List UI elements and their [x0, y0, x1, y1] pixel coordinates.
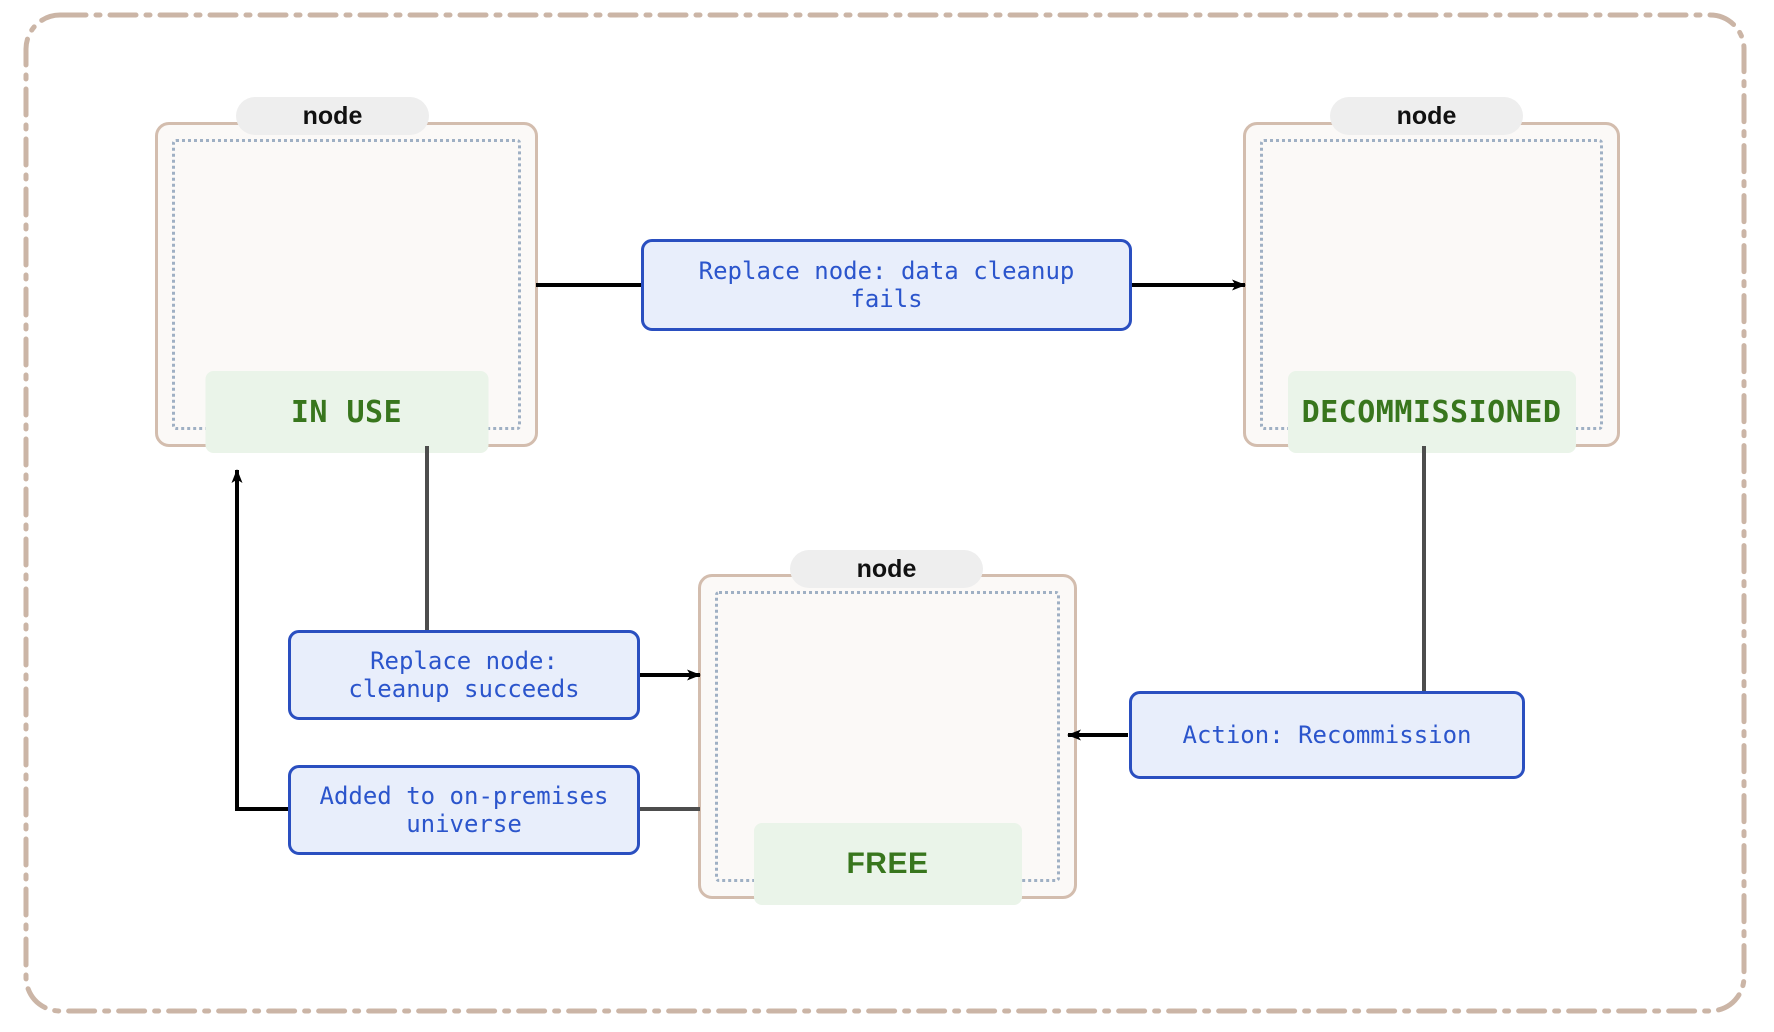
- edge-free-to-in-use-seg2: [231, 469, 289, 811]
- edge-label-action-recommission[interactable]: Action: Recommission: [1129, 691, 1525, 779]
- edge-label-replace-node-cleanup-succeeds[interactable]: Replace node: cleanup succeeds: [288, 630, 640, 720]
- node-pill-free: node: [790, 550, 983, 588]
- state-label-in-use: IN USE: [205, 371, 488, 453]
- node-pill-decommissioned: node: [1330, 97, 1523, 135]
- state-node-in-use[interactable]: IN USE: [155, 122, 538, 453]
- edge-label-added-to-on-premises-universe[interactable]: Added to on-premises universe: [288, 765, 640, 855]
- node-pill-in-use: node: [236, 97, 429, 135]
- edge-label-replace-node-data-cleanup-fails[interactable]: Replace node: data cleanup fails: [641, 239, 1132, 331]
- state-node-decommissioned[interactable]: DECOMMISSIONED: [1243, 122, 1620, 453]
- state-node-free[interactable]: FREE: [698, 574, 1077, 905]
- state-label-decommissioned: DECOMMISSIONED: [1287, 371, 1576, 453]
- state-label-free: FREE: [753, 823, 1022, 905]
